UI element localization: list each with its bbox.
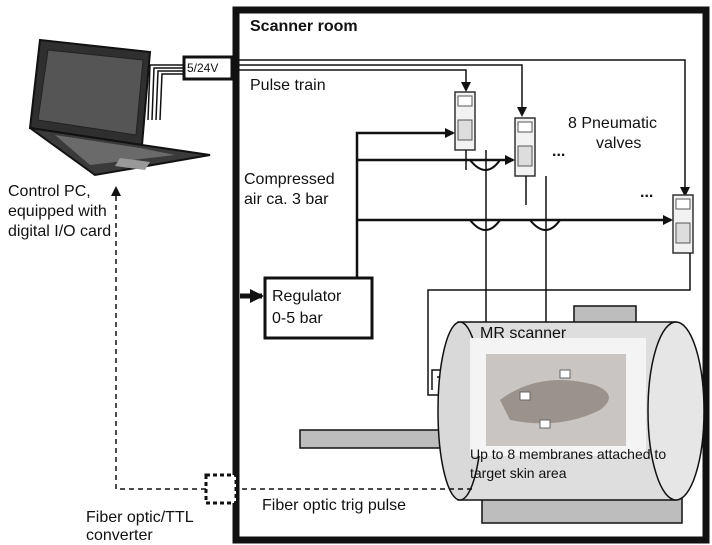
valve-3-icon bbox=[672, 194, 694, 254]
converter-label-1: Fiber optic/TTL bbox=[86, 509, 194, 526]
compressed-air-label-2: air ca. 3 bar bbox=[244, 191, 329, 208]
pulse-line-1 bbox=[232, 59, 690, 197]
room-title: Scanner room bbox=[250, 18, 358, 35]
valves-label-1: 8 Pneumatic bbox=[568, 115, 657, 132]
scanner-label: MR scanner bbox=[480, 325, 567, 342]
fiber-pulse-label: Fiber optic trig pulse bbox=[262, 497, 407, 514]
regulator-box bbox=[263, 276, 374, 340]
ellipsis-1: ... bbox=[552, 143, 566, 160]
scanner-room-frame bbox=[232, 6, 710, 544]
valve-1-icon bbox=[454, 91, 476, 151]
control-pc-label-2: equipped with bbox=[8, 203, 107, 220]
valve-2-icon bbox=[514, 117, 536, 177]
control-pc-label-1: Control PC, bbox=[8, 183, 91, 200]
pulse-line-2 bbox=[232, 64, 527, 117]
membranes-label-1: Up to 8 membranes attached to bbox=[470, 446, 667, 462]
regulator-label-2: 0-5 bar bbox=[272, 310, 323, 327]
mr-scanner-icon bbox=[299, 305, 705, 524]
pulse-train-label: Pulse train bbox=[250, 77, 326, 94]
valves-label-2: valves bbox=[596, 135, 642, 152]
ellipsis-2: ... bbox=[640, 184, 654, 201]
converter-box bbox=[204, 473, 238, 505]
membranes-label-2: target skin area bbox=[470, 465, 567, 481]
compressed-air-label-1: Compressed bbox=[244, 171, 335, 188]
power-box-label: 5/24V bbox=[187, 61, 219, 75]
converter-label-2: converter bbox=[86, 527, 153, 544]
control-pc-label-3: digital I/O card bbox=[8, 223, 112, 240]
regulator-label-1: Regulator bbox=[272, 288, 342, 305]
pulse-line-3 bbox=[232, 69, 471, 92]
laptop-icon bbox=[28, 38, 211, 177]
